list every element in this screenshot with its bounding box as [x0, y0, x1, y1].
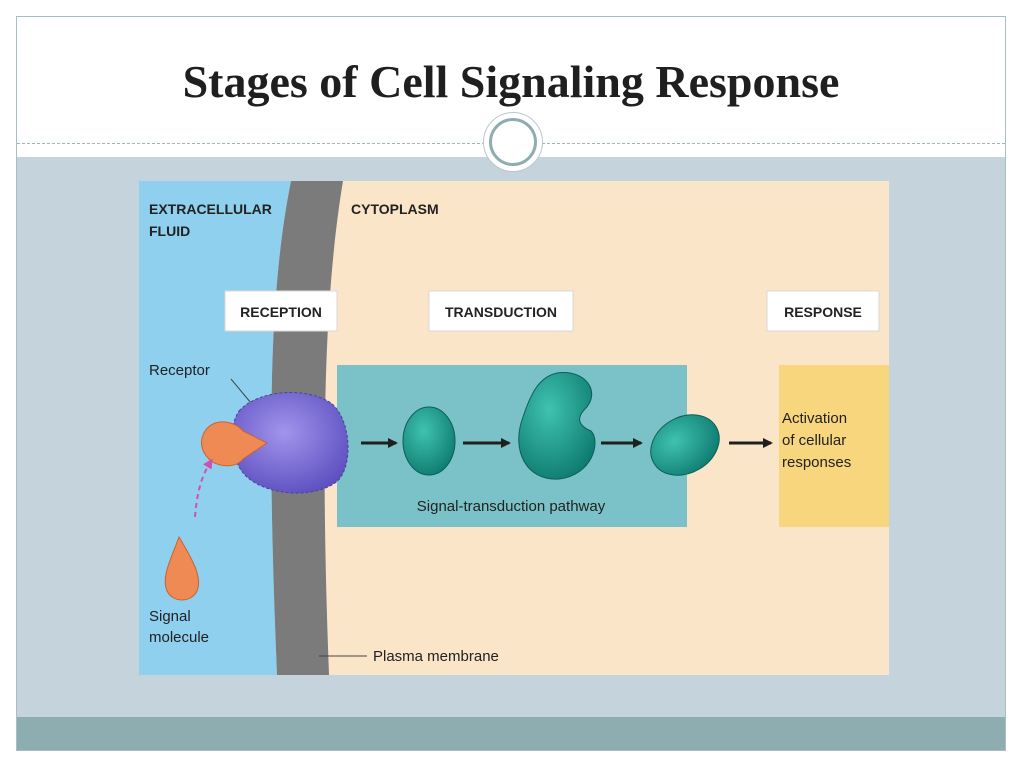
- receptor-protein: [231, 392, 349, 494]
- response-text-line3: responses: [782, 454, 851, 471]
- signal-label-line2: molecule: [149, 629, 209, 646]
- stage-label-reception: RECEPTION: [240, 304, 322, 320]
- stage-box-transduction: [428, 290, 574, 332]
- pathway-label: Signal-transduction pathway: [417, 498, 606, 515]
- footer-band: [17, 717, 1005, 750]
- cell-signaling-diagram: EXTRACELLULAR FLUID CYTOPLASM RECEPTION …: [139, 181, 889, 675]
- membrane-label: Plasma membrane: [373, 648, 499, 665]
- stage-box-reception: [224, 290, 338, 332]
- stage-label-transduction: TRANSDUCTION: [445, 304, 557, 320]
- slide-title: Stages of Cell Signaling Response: [182, 56, 840, 107]
- response-box: [779, 365, 889, 527]
- bound-signal-molecule: [201, 421, 268, 467]
- stage-label-response: RESPONSE: [784, 304, 862, 320]
- signal-label-line1: Signal: [149, 608, 191, 625]
- response-text-line2: of cellular: [782, 432, 846, 449]
- ornament-ring-icon: [489, 118, 537, 166]
- diagram-svg: EXTRACELLULAR FLUID CYTOPLASM RECEPTION …: [139, 181, 889, 675]
- relay-protein-2: [518, 372, 596, 480]
- extracellular-label-line2: FLUID: [149, 223, 190, 239]
- free-signal-molecule: [164, 535, 199, 601]
- stage-box-response: [766, 290, 880, 332]
- receptor-leader-line: [230, 378, 252, 404]
- dashed-arrow-icon: [194, 458, 213, 518]
- receptor-label: Receptor: [149, 362, 210, 379]
- cytoplasm-label: CYTOPLASM: [351, 201, 439, 217]
- extracellular-label-line1: EXTRACELLULAR: [149, 201, 272, 217]
- relay-protein-1: [402, 406, 456, 476]
- slide: Stages of Cell Signaling Response: [16, 16, 1006, 751]
- relay-protein-3: [650, 414, 720, 476]
- response-text-line1: Activation: [782, 410, 847, 427]
